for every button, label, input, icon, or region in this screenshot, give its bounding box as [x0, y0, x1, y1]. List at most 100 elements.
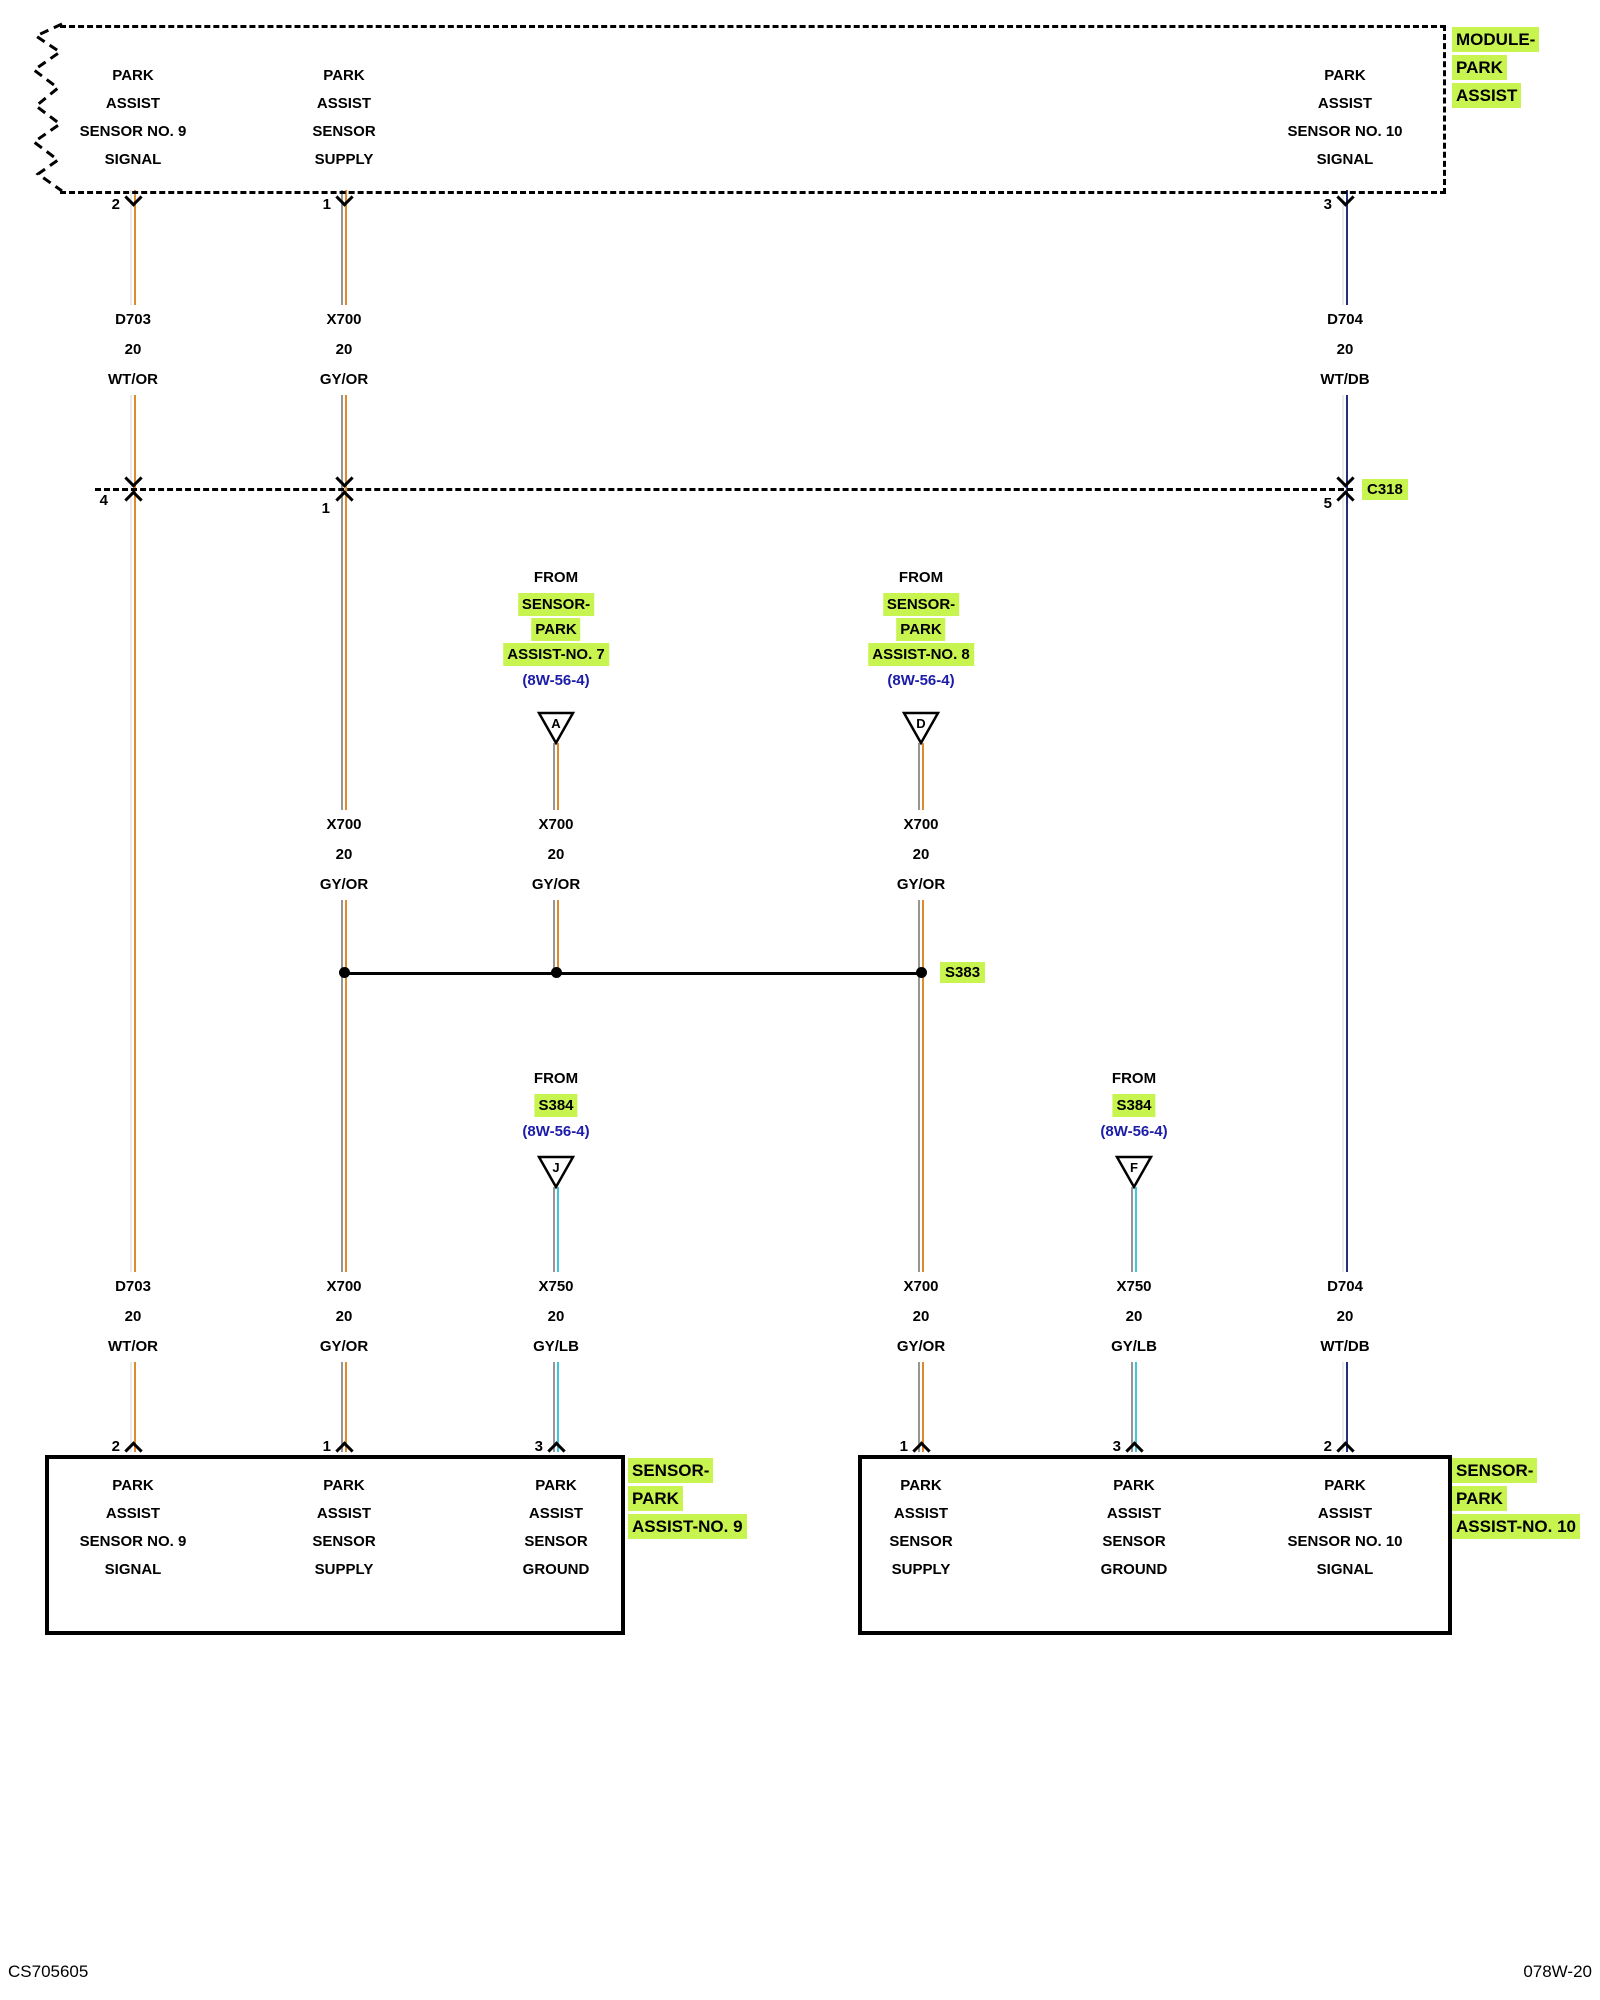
label-line: SUPPLY: [314, 1561, 374, 1578]
splice-dot: [551, 967, 562, 978]
module-pin-label-sensor9-signal: PARK ASSIST SENSOR NO. 9 SIGNAL: [80, 62, 187, 174]
sensor9-connector-name: SENSOR- PARK ASSIST-NO. 9: [628, 1458, 747, 1542]
module-park-assist-connector-box: [60, 25, 1446, 194]
label-line: SENSOR: [524, 1533, 588, 1550]
sensor10-connector-name: SENSOR- PARK ASSIST-NO. 10: [1452, 1458, 1580, 1542]
label-line: SENSOR: [312, 123, 376, 140]
wire-gauge: 20: [335, 341, 353, 358]
wire-gauge: 20: [124, 341, 142, 358]
off-page-connector-d: D: [901, 711, 941, 746]
wire-color-code: GY/OR: [896, 1338, 946, 1355]
label-line: SENSOR: [889, 1533, 953, 1550]
wire-color-code: GY/OR: [319, 876, 369, 893]
circuit-id: X750: [538, 1278, 574, 1295]
label-line: SENSOR NO. 9: [79, 123, 187, 140]
label-line: SENSOR NO. 10: [1287, 123, 1403, 140]
wire-gauge: 20: [1336, 341, 1354, 358]
connector-name-line: PARK: [628, 1486, 683, 1511]
connector-letter: A: [551, 716, 561, 731]
from-ref-line: SENSOR-: [882, 593, 960, 616]
circuit-id: D703: [115, 1278, 151, 1295]
wire-color-code: GY/LB: [533, 1338, 579, 1355]
sensor10-pin-number: 1: [899, 1438, 908, 1455]
wire-color-code: WT/DB: [1320, 1338, 1370, 1355]
label-line: PARK: [112, 67, 154, 84]
circuit-id: X700: [903, 1278, 939, 1295]
drawing-code-right: 078W-20: [1523, 1962, 1592, 1981]
splice-bus-line: [344, 972, 921, 975]
sensor10-pin-label-signal: PARK ASSIST SENSOR NO. 10 SIGNAL: [1287, 1472, 1402, 1584]
sensor10-pin-label-ground: PARK ASSIST SENSOR GROUND: [1101, 1472, 1168, 1584]
from-ref-line: SENSOR-: [517, 593, 595, 616]
sheet-reference: (8W-56-4): [887, 672, 955, 689]
label-line: PARK: [1324, 1477, 1366, 1494]
module-pin-label-sensor10-signal: PARK ASSIST SENSOR NO. 10 SIGNAL: [1287, 62, 1402, 174]
splice-dot: [916, 967, 927, 978]
label-line: PARK: [112, 1477, 154, 1494]
label-line: SUPPLY: [314, 151, 374, 168]
from-ref-line: ASSIST-NO. 7: [503, 643, 609, 666]
label-line: PARK: [535, 1477, 577, 1494]
splice-s384-label: S384: [534, 1094, 578, 1117]
from-ref-sensor7: FROM SENSOR- PARK ASSIST-NO. 7 (8W-56-4): [503, 565, 609, 694]
wire-gauge: 20: [335, 846, 353, 863]
wire-label-d703: D703 20 WT/OR: [103, 305, 163, 395]
module-pin-number: 2: [111, 196, 120, 213]
c318-pin-number: 4: [99, 492, 108, 509]
wire-gauge: 20: [1336, 1308, 1354, 1325]
wire-gauge: 20: [547, 1308, 565, 1325]
from-word: FROM: [1111, 1070, 1157, 1087]
label-line: PARK: [900, 1477, 942, 1494]
from-ref-line: PARK: [896, 618, 946, 641]
sensor9-pin-label-ground: PARK ASSIST SENSOR GROUND: [523, 1472, 590, 1584]
label-line: GROUND: [1100, 1561, 1168, 1578]
sheet-reference: (8W-56-4): [522, 1123, 590, 1140]
from-ref-s384-right: FROM S384 (8W-56-4): [1100, 1066, 1167, 1145]
connector-letter: F: [1130, 1160, 1138, 1175]
sensor9-connector-box: [45, 1455, 625, 1635]
wire-label-x700: X700 20 GY/OR: [314, 810, 374, 900]
connector-name-line: SENSOR-: [628, 1458, 714, 1483]
label-line: ASSIST: [316, 1505, 372, 1522]
wire-label-x700: X700 20 GY/OR: [314, 305, 374, 395]
circuit-id: D704: [1327, 1278, 1363, 1295]
sensor10-pin-number: 2: [1323, 1438, 1332, 1455]
label-line: SENSOR NO. 10: [1287, 1533, 1403, 1550]
wire-color-code: GY/OR: [319, 371, 369, 388]
wire-gauge: 20: [124, 1308, 142, 1325]
module-pin-label-sensor-supply: PARK ASSIST SENSOR SUPPLY: [312, 62, 375, 174]
module-park-assist-label: MODULE- PARK ASSIST: [1452, 27, 1540, 111]
circuit-id: D704: [1327, 311, 1363, 328]
from-word: FROM: [898, 569, 944, 586]
wire-label-x700: X700 20 GY/OR: [891, 1272, 951, 1362]
sheet-reference: (8W-56-4): [522, 672, 590, 689]
label-line: PARK: [1324, 67, 1366, 84]
label-line: ASSIST: [1317, 1505, 1373, 1522]
wire-label-d703: D703 20 WT/OR: [103, 1272, 163, 1362]
wire-color-code: GY/LB: [1111, 1338, 1157, 1355]
wire-label-x750: X750 20 GY/LB: [1106, 1272, 1162, 1362]
sensor9-pin-number: 2: [111, 1438, 120, 1455]
splice-dot: [339, 967, 350, 978]
wire-color-code: WT/DB: [1320, 371, 1370, 388]
wire-x700-from-d: [918, 743, 924, 1452]
wire-label-x700: X700 20 GY/OR: [891, 810, 951, 900]
wire-gauge: 20: [912, 1308, 930, 1325]
from-word: FROM: [533, 1070, 579, 1087]
wire-d704-lower: [1342, 490, 1348, 1452]
wire-color-code: WT/OR: [108, 371, 158, 388]
wire-label-d704: D704 20 WT/DB: [1315, 305, 1375, 395]
module-pin-number: 3: [1323, 196, 1332, 213]
off-page-connector-j: J: [536, 1155, 576, 1190]
connector-letter: D: [916, 716, 925, 731]
c318-pin-number: 1: [321, 500, 330, 517]
wire-gauge: 20: [335, 1308, 353, 1325]
label-line: PARK: [1113, 1477, 1155, 1494]
circuit-id: X700: [903, 816, 939, 833]
wire-label-x700: X700 20 GY/OR: [526, 810, 586, 900]
sensor10-pin-label-supply: PARK ASSIST SENSOR SUPPLY: [889, 1472, 952, 1584]
circuit-id: D703: [115, 311, 151, 328]
module-label-line: ASSIST: [1452, 83, 1522, 108]
connector-terminal-icon: [124, 490, 143, 509]
module-pin-number: 1: [322, 196, 331, 213]
